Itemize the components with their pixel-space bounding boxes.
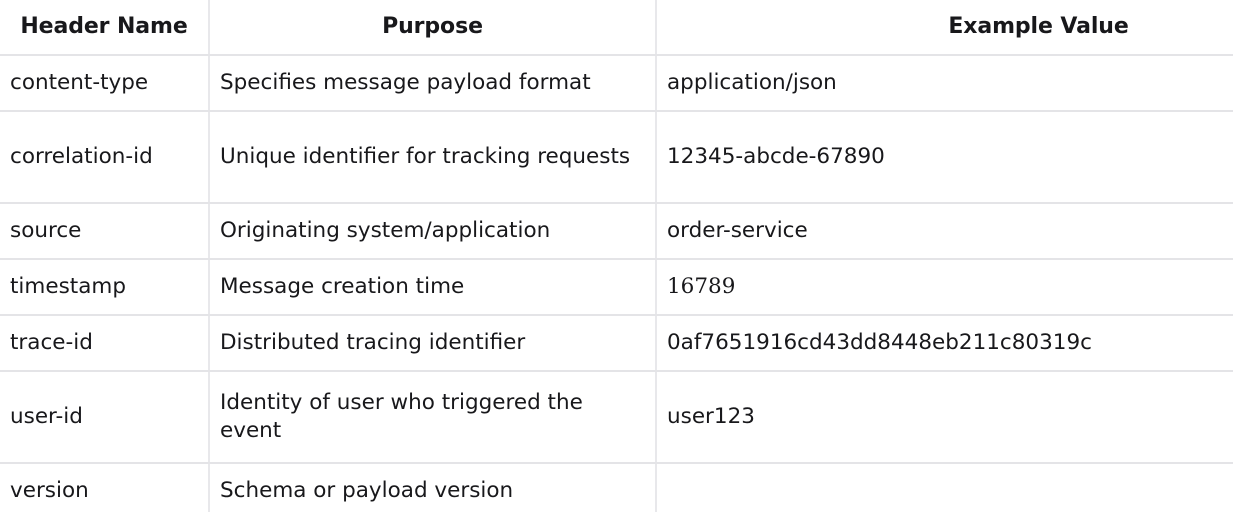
cell-example-value bbox=[656, 463, 1233, 512]
table-row: user-id Identity of user who triggered t… bbox=[0, 371, 1233, 464]
table-row: content-type Specifies message payload f… bbox=[0, 55, 1233, 112]
cell-header-name: content-type bbox=[0, 55, 210, 112]
cell-header-name: user-id bbox=[0, 371, 210, 464]
cell-purpose: Distributed tracing identifier bbox=[209, 315, 657, 372]
cell-example-value: 0af7651916cd43dd8448eb211c80319c bbox=[656, 315, 1233, 372]
cell-example-value: user123 bbox=[656, 371, 1233, 464]
cell-purpose: Identity of user who triggered the event bbox=[209, 371, 657, 464]
cell-purpose: Specifies message payload format bbox=[209, 55, 657, 112]
cell-purpose: Schema or payload version bbox=[209, 463, 657, 512]
cell-header-name: trace-id bbox=[0, 315, 210, 372]
cell-header-name: timestamp bbox=[0, 259, 210, 316]
cell-example-value: 16789 bbox=[656, 259, 1233, 316]
cell-example-value: 12345-abcde-67890 bbox=[656, 111, 1233, 204]
table-row: trace-id Distributed tracing identifier … bbox=[0, 315, 1233, 372]
table-header-row: Header Name Purpose Example Value bbox=[0, 0, 1233, 56]
column-header-header-name: Header Name bbox=[0, 0, 210, 56]
table-body: content-type Specifies message payload f… bbox=[0, 55, 1233, 512]
column-header-example-value: Example Value bbox=[656, 0, 1233, 56]
table-row: source Originating system/application or… bbox=[0, 203, 1233, 260]
cell-header-name: version bbox=[0, 463, 210, 512]
cell-example-value: application/json bbox=[656, 55, 1233, 112]
table-row: timestamp Message creation time 16789 bbox=[0, 259, 1233, 316]
cell-purpose: Unique identifier for tracking requests bbox=[209, 111, 657, 204]
cell-header-name: correlation-id bbox=[0, 111, 210, 204]
table-row: version Schema or payload version bbox=[0, 463, 1233, 512]
table-row: correlation-id Unique identifier for tra… bbox=[0, 111, 1233, 204]
cell-header-name: source bbox=[0, 203, 210, 260]
table-head: Header Name Purpose Example Value bbox=[0, 0, 1233, 56]
cell-example-value: order-service bbox=[656, 203, 1233, 260]
cell-purpose: Originating system/application bbox=[209, 203, 657, 260]
cell-purpose: Message creation time bbox=[209, 259, 657, 316]
column-header-purpose: Purpose bbox=[209, 0, 657, 56]
